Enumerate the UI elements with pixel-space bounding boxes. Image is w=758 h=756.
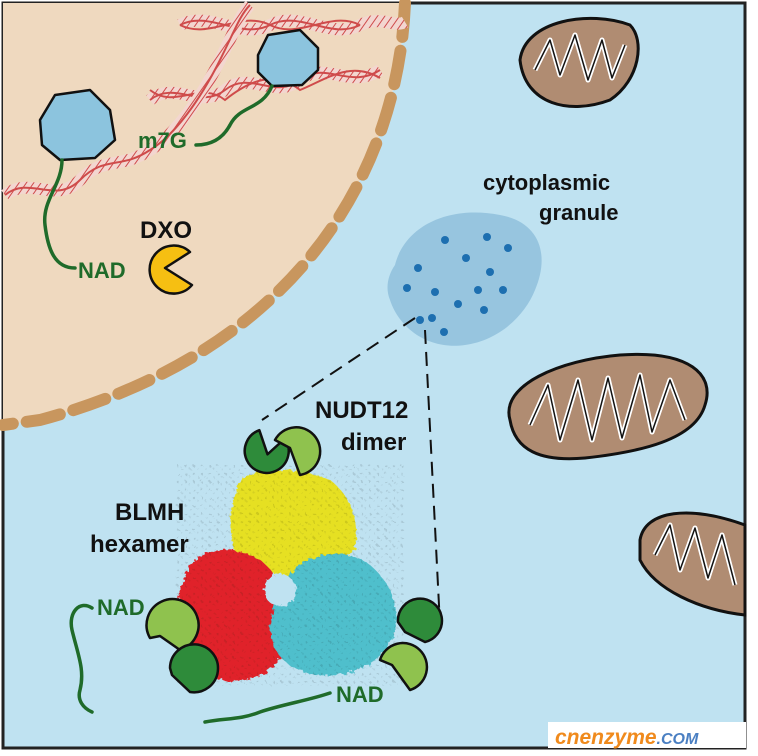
- nudt12-label-line2: dimer: [341, 429, 406, 456]
- mitochondrion-top: [518, 16, 640, 108]
- blmh-label-line1: BLMH: [115, 499, 184, 526]
- granule-label-line2: granule: [539, 200, 618, 225]
- rna-strand-nad: [43, 158, 77, 270]
- zoom-line-right: [424, 329, 441, 626]
- rna-strand-cyto-bottom: [203, 691, 332, 724]
- granule-dots: [403, 233, 512, 336]
- nad-label-nucleus: NAD: [78, 258, 126, 283]
- cytoplasmic-granule: [387, 212, 542, 346]
- dxo-label: DXO: [140, 217, 192, 244]
- nad-label-left: NAD: [97, 595, 145, 620]
- nudt12-dimer-top: [243, 426, 322, 477]
- granule-label-line1: cytoplasmic: [483, 170, 610, 195]
- watermark-background: [548, 722, 746, 748]
- mitochondrion-middle: [507, 352, 709, 461]
- watermark-brand: cnenzyme: [555, 726, 657, 749]
- rna-polymerase-left: [38, 88, 117, 162]
- watermark-tld: .COM: [657, 731, 699, 748]
- nad-label-bottom: NAD: [336, 682, 384, 707]
- nuclear-envelope: [0, 0, 411, 431]
- nudt12-dimer-right: [378, 597, 444, 692]
- mitochondrion-bottom: [638, 511, 747, 617]
- zoom-line-left: [261, 317, 416, 421]
- nudt12-dimer-left: [145, 597, 220, 694]
- rna-strand-cyto-left: [69, 603, 94, 714]
- rna-strand-m7g: [194, 84, 274, 147]
- watermark: cnenzyme.COM: [555, 726, 699, 749]
- dxo-enzyme: [148, 244, 194, 295]
- dna-helix-middle: [146, 64, 384, 106]
- blmh-label-line2: hexamer: [90, 531, 189, 558]
- rna-polymerase-right: [256, 28, 320, 88]
- dna-helix-upper: [177, 14, 409, 36]
- blmh-central-pore: [264, 574, 296, 606]
- m7g-label: m7G: [138, 128, 187, 153]
- nudt12-label-line1: NUDT12: [315, 397, 408, 424]
